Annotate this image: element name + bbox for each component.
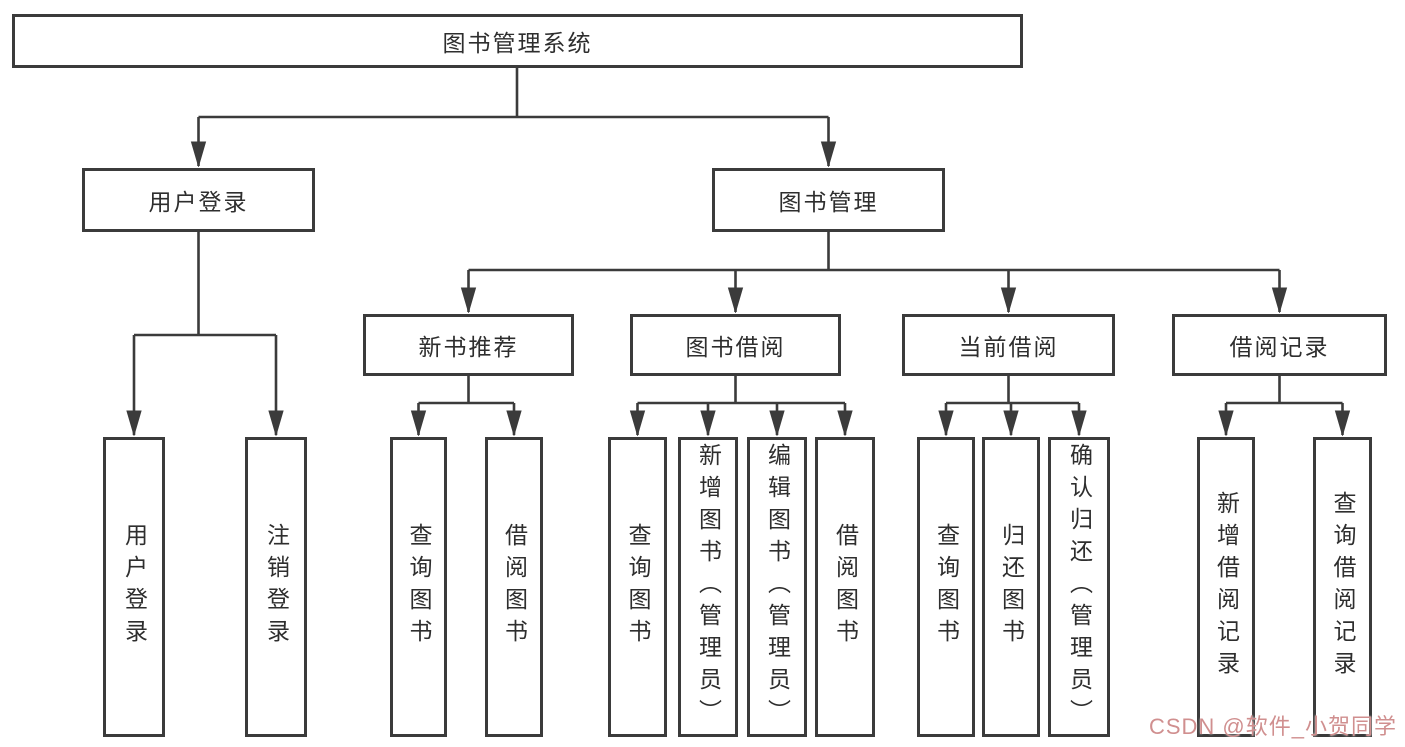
leaf-records-query-record: 查询借阅记录: [1313, 437, 1372, 737]
node-root-label: 图书管理系统: [442, 30, 593, 56]
leaf-newrec-borrow-books: 借阅图书: [485, 437, 543, 737]
node-current-borrow-label: 当前借阅: [958, 334, 1059, 360]
leaf-newrec-query-books: 查询图书: [390, 437, 447, 737]
leaf-logout: 注销登录: [245, 437, 307, 737]
leaf-borrow-edit-books-admin: 编辑图书（管理员）: [747, 437, 807, 737]
leaf-current-return-books-label: 归还图书: [998, 523, 1025, 651]
node-user-login: 用户登录: [82, 168, 315, 232]
leaf-current-return-books: 归还图书: [982, 437, 1040, 737]
node-new-book-recommend-label: 新书推荐: [418, 334, 519, 360]
node-current-borrow: 当前借阅: [902, 314, 1115, 376]
node-user-login-label: 用户登录: [148, 189, 249, 215]
node-book-borrow: 图书借阅: [630, 314, 841, 376]
leaf-logout-label: 注销登录: [263, 523, 290, 651]
leaf-current-confirm-return-admin: 确认归还（管理员）: [1048, 437, 1110, 737]
leaf-records-query-record-label: 查询借阅记录: [1330, 491, 1356, 683]
node-book-management: 图书管理: [712, 168, 945, 232]
leaf-newrec-query-books-label: 查询图书: [406, 523, 432, 651]
node-new-book-recommend: 新书推荐: [363, 314, 574, 376]
leaf-borrow-query-books-label: 查询图书: [625, 523, 651, 651]
leaf-borrow-borrow-books: 借阅图书: [815, 437, 875, 737]
node-root: 图书管理系统: [12, 14, 1023, 68]
leaf-user-login: 用户登录: [103, 437, 165, 737]
leaf-borrow-add-books-admin-label: 新增图书（管理员）: [695, 443, 722, 731]
leaf-borrow-query-books: 查询图书: [608, 437, 667, 737]
leaf-current-query-books: 查询图书: [917, 437, 975, 737]
leaf-records-add-record: 新增借阅记录: [1197, 437, 1255, 737]
node-borrow-records: 借阅记录: [1172, 314, 1387, 376]
csdn-watermark: CSDN @软件_小贺同学: [1148, 714, 1397, 739]
leaf-user-login-label: 用户登录: [121, 523, 148, 651]
node-book-borrow-label: 图书借阅: [685, 334, 786, 360]
leaf-current-confirm-return-admin-label: 确认归还（管理员）: [1066, 443, 1093, 731]
leaf-newrec-borrow-books-label: 借阅图书: [501, 523, 528, 651]
leaf-current-query-books-label: 查询图书: [933, 523, 960, 651]
leaf-borrow-borrow-books-label: 借阅图书: [832, 523, 859, 651]
leaf-records-add-record-label: 新增借阅记录: [1213, 491, 1240, 683]
leaf-borrow-add-books-admin: 新增图书（管理员）: [678, 437, 738, 737]
node-borrow-records-label: 借阅记录: [1229, 334, 1330, 360]
node-book-management-label: 图书管理: [778, 189, 879, 215]
leaf-borrow-edit-books-admin-label: 编辑图书（管理员）: [764, 443, 791, 731]
